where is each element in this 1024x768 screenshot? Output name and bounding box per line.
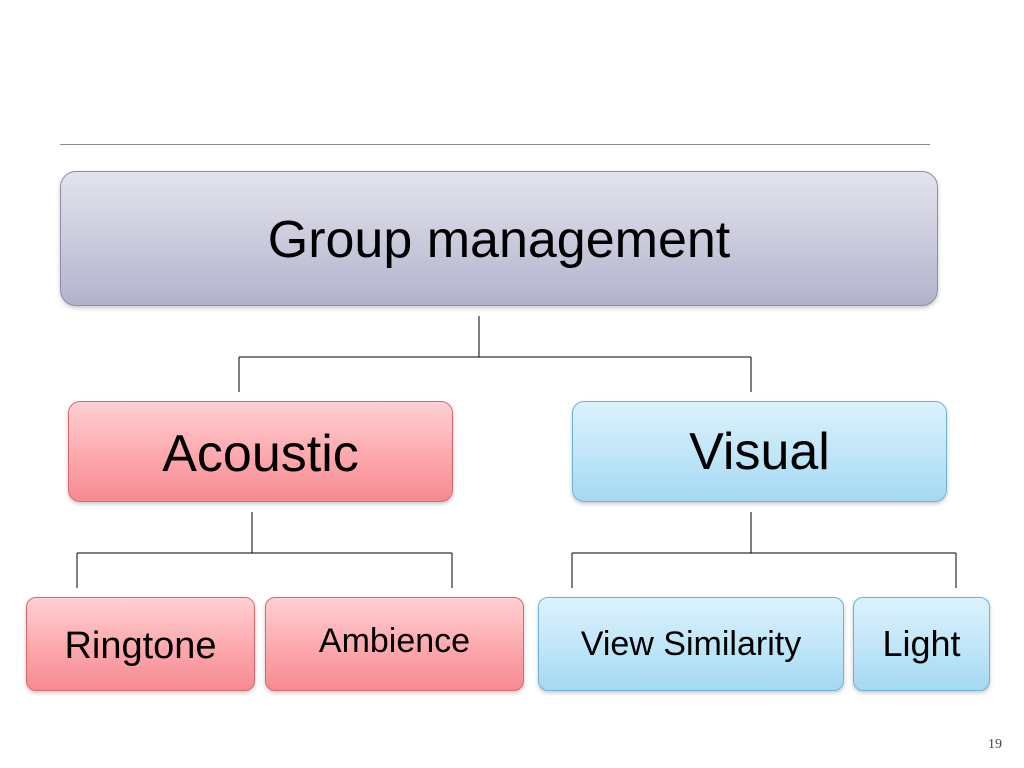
node-label: View Similarity [580, 624, 802, 663]
node-acoustic: Acoustic [68, 401, 453, 502]
node-label: Ringtone [64, 624, 217, 667]
node-ringtone: Ringtone [26, 597, 255, 691]
node-visual: Visual [572, 401, 947, 502]
slide-number: 19 [988, 737, 1002, 752]
title-divider [60, 144, 930, 145]
node-label: Light [882, 623, 961, 664]
node-view-similarity: View Similarity [538, 597, 844, 691]
node-label: Visual [689, 423, 830, 481]
node-label: Acoustic [162, 424, 359, 483]
node-ambience: Ambience [265, 597, 524, 691]
node-group-management: Group management [60, 171, 938, 306]
node-label: Group management [267, 211, 731, 269]
node-light: Light [853, 597, 990, 691]
node-label: Ambience [318, 622, 471, 660]
